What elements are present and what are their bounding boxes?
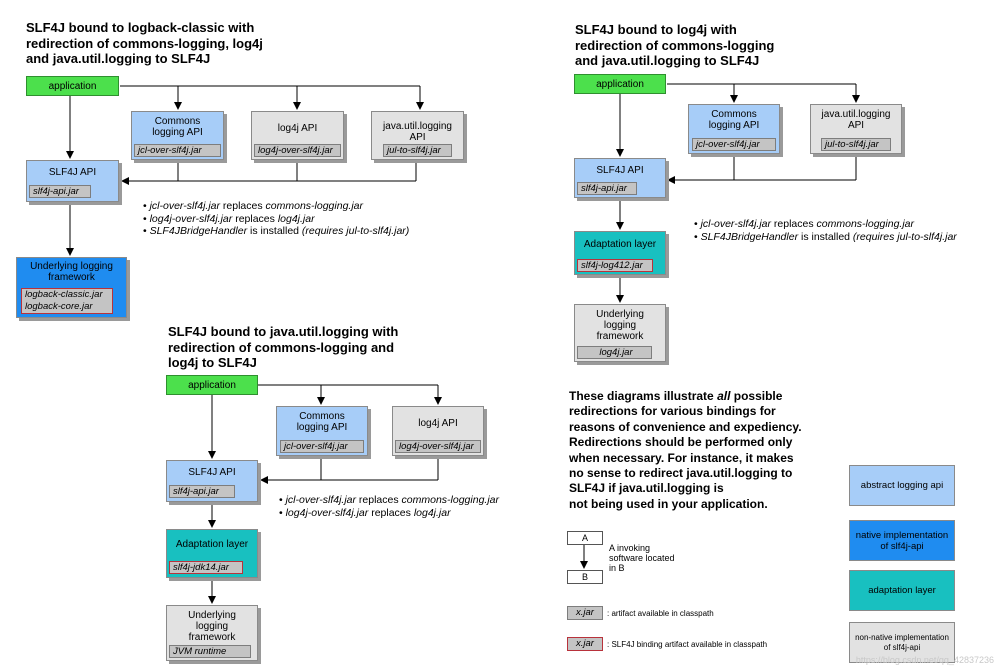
bullet-list: • jcl-over-slf4j.jar replaces commons-lo… (694, 218, 1000, 243)
commons-logging-api-box: Commons logging API jcl-over-slf4j.jar (131, 111, 224, 160)
bullet-item: • log4j-over-slf4j.jar replaces log4j.ja… (143, 212, 315, 225)
diagram-title: SLF4J bound to logback-classic with redi… (26, 20, 326, 67)
box-label: SLF4J API (596, 165, 644, 176)
adaptation-layer-box: Adaptation layer slf4j-log412.jar (574, 231, 666, 275)
title-line: SLF4J bound to log4j with (575, 22, 737, 37)
para-line: when necessary. For instance, it makes (569, 450, 794, 465)
box-label: Commons logging API (708, 109, 760, 131)
watermark: https://blog.csdn.net/qq_42837236 (855, 655, 994, 665)
jar-label: jul-to-slf4j.jar (821, 138, 891, 151)
para-line: SLF4J if java.util.logging is (569, 481, 724, 496)
jar-label: jcl-over-slf4j.jar (134, 144, 221, 157)
jar-label: jcl-over-slf4j.jar (280, 440, 364, 453)
bullet-list: • jcl-over-slf4j.jar replaces commons-lo… (279, 494, 499, 519)
jar-label: logback-classic.jar logback-core.jar (21, 288, 113, 314)
jul-api-box: java.util.logging API jul-to-slf4j.jar (371, 111, 464, 160)
jul-api-box: java.util.logging API jul-to-slf4j.jar (810, 104, 902, 154)
bullet-item: • log4j-over-slf4j.jar replaces log4j.ja… (279, 506, 451, 519)
jar-label: JVM runtime (169, 645, 251, 658)
bullet-item: • jcl-over-slf4j.jar replaces commons-lo… (694, 218, 914, 230)
application-box: application (26, 76, 119, 96)
legend-binding-desc: : SLF4J binding artifact available in cl… (607, 640, 768, 649)
box-label: Adaptation layer (175, 539, 249, 550)
box-label: Commons logging API (152, 116, 203, 138)
legend-jar-sample: x.jar (567, 606, 603, 620)
legend-adaptation-layer: adaptation layer (849, 570, 955, 611)
jar-label: slf4j-api.jar (169, 485, 235, 498)
box-label: Commons logging API (296, 411, 348, 433)
jar-label: log4j-over-slf4j.jar (254, 144, 341, 157)
title-line: and java.util.logging to SLF4J (575, 53, 760, 68)
commons-logging-api-box: Commons logging API jcl-over-slf4j.jar (276, 406, 368, 456)
box-label: java.util.logging API (821, 109, 891, 131)
bullet-item: • jcl-over-slf4j.jar replaces commons-lo… (143, 200, 363, 212)
legend-jar-desc: : artifact available in classpath (607, 609, 714, 618)
jar-label: jul-to-slf4j.jar (383, 144, 452, 157)
legend-box-a: A (567, 531, 603, 545)
para-line: redirections for various bindings for (569, 404, 776, 419)
bullet-item: • jcl-over-slf4j.jar replaces commons-lo… (279, 494, 499, 506)
jar-label: slf4j-log412.jar (577, 259, 653, 272)
application-box: application (166, 375, 258, 395)
jar-label: jcl-over-slf4j.jar (692, 138, 776, 151)
box-label: Adaptation layer (583, 239, 657, 250)
box-label: java.util.logging API (383, 121, 452, 143)
underlying-framework-box: Underlying logging framework log4j.jar (574, 304, 666, 362)
log4j-api-box: log4j API log4j-over-slf4j.jar (392, 406, 484, 456)
box-label: Underlying logging framework (30, 261, 113, 283)
commons-logging-api-box: Commons logging API jcl-over-slf4j.jar (688, 104, 780, 154)
legend-box-b: B (567, 570, 603, 584)
bullet-item: • SLF4JBridgeHandler is installed (requi… (143, 225, 410, 237)
box-label: Underlying logging framework (596, 309, 644, 342)
jar-label: slf4j-api.jar (29, 185, 91, 198)
box-label: log4j API (277, 123, 318, 134)
box-label: log4j API (418, 418, 458, 429)
jar-line: logback-core.jar (25, 301, 93, 312)
slf4j-api-box: SLF4J API slf4j-api.jar (574, 158, 666, 198)
title-line: redirection of commons-logging and (168, 339, 395, 355)
slf4j-api-box: SLF4J API slf4j-api.jar (166, 460, 258, 502)
underlying-framework-box: Underlying logging framework logback-cla… (16, 257, 127, 318)
bullet-item: • SLF4JBridgeHandler is installed (requi… (694, 230, 957, 243)
title-line: SLF4J bound to logback-classic with (26, 20, 255, 35)
para-line: no sense to redirect java.util.logging t… (569, 466, 793, 481)
slf4j-api-box: SLF4J API slf4j-api.jar (26, 160, 119, 202)
explanation-paragraph: These diagrams illustrate all possible r… (569, 389, 839, 512)
application-box: application (574, 74, 666, 94)
diagram-title: SLF4J bound to log4j with redirection of… (575, 22, 875, 69)
diagram-title: SLF4J bound to java.util.logging with re… (168, 324, 468, 371)
bullet-list: • jcl-over-slf4j.jar replaces commons-lo… (143, 200, 409, 238)
para-line: These diagrams illustrate all possible (569, 389, 783, 403)
adaptation-layer-box: Adaptation layer slf4j-jdk14.jar (166, 529, 258, 578)
log4j-api-box: log4j API log4j-over-slf4j.jar (251, 111, 344, 160)
box-label: SLF4J API (48, 167, 97, 178)
jar-label: log4j.jar (577, 346, 652, 359)
title-line: redirection of commons-logging, log4j (26, 35, 263, 51)
para-line: reasons of convenience and expediency. (569, 419, 802, 434)
title-line: and java.util.logging to SLF4J (26, 51, 211, 66)
para-line: Redirections should be performed only (569, 435, 793, 450)
para-line: not being used in your application. (569, 496, 768, 511)
legend-abstract-api: abstract logging api (849, 465, 955, 506)
legend-binding-sample: x.jar (567, 637, 603, 651)
box-label: SLF4J API (188, 467, 236, 478)
legend-invoke-text: A invoking software located in B (609, 543, 675, 573)
jar-label: slf4j-api.jar (577, 182, 637, 195)
box-label: Underlying logging framework (188, 610, 236, 643)
jar-line: logback-classic.jar (25, 289, 103, 300)
title-line: redirection of commons-logging (575, 37, 775, 53)
legend-nonnative-impl: non-native implementation of slf4j-api (849, 622, 955, 663)
legend-native-impl: native implementation of slf4j-api (849, 520, 955, 561)
title-line: SLF4J bound to java.util.logging with (168, 324, 399, 339)
underlying-framework-box: Underlying logging framework JVM runtime (166, 605, 258, 661)
title-line: log4j to SLF4J (168, 355, 257, 370)
jar-label: slf4j-jdk14.jar (169, 561, 243, 574)
jar-label: log4j-over-slf4j.jar (395, 440, 481, 453)
